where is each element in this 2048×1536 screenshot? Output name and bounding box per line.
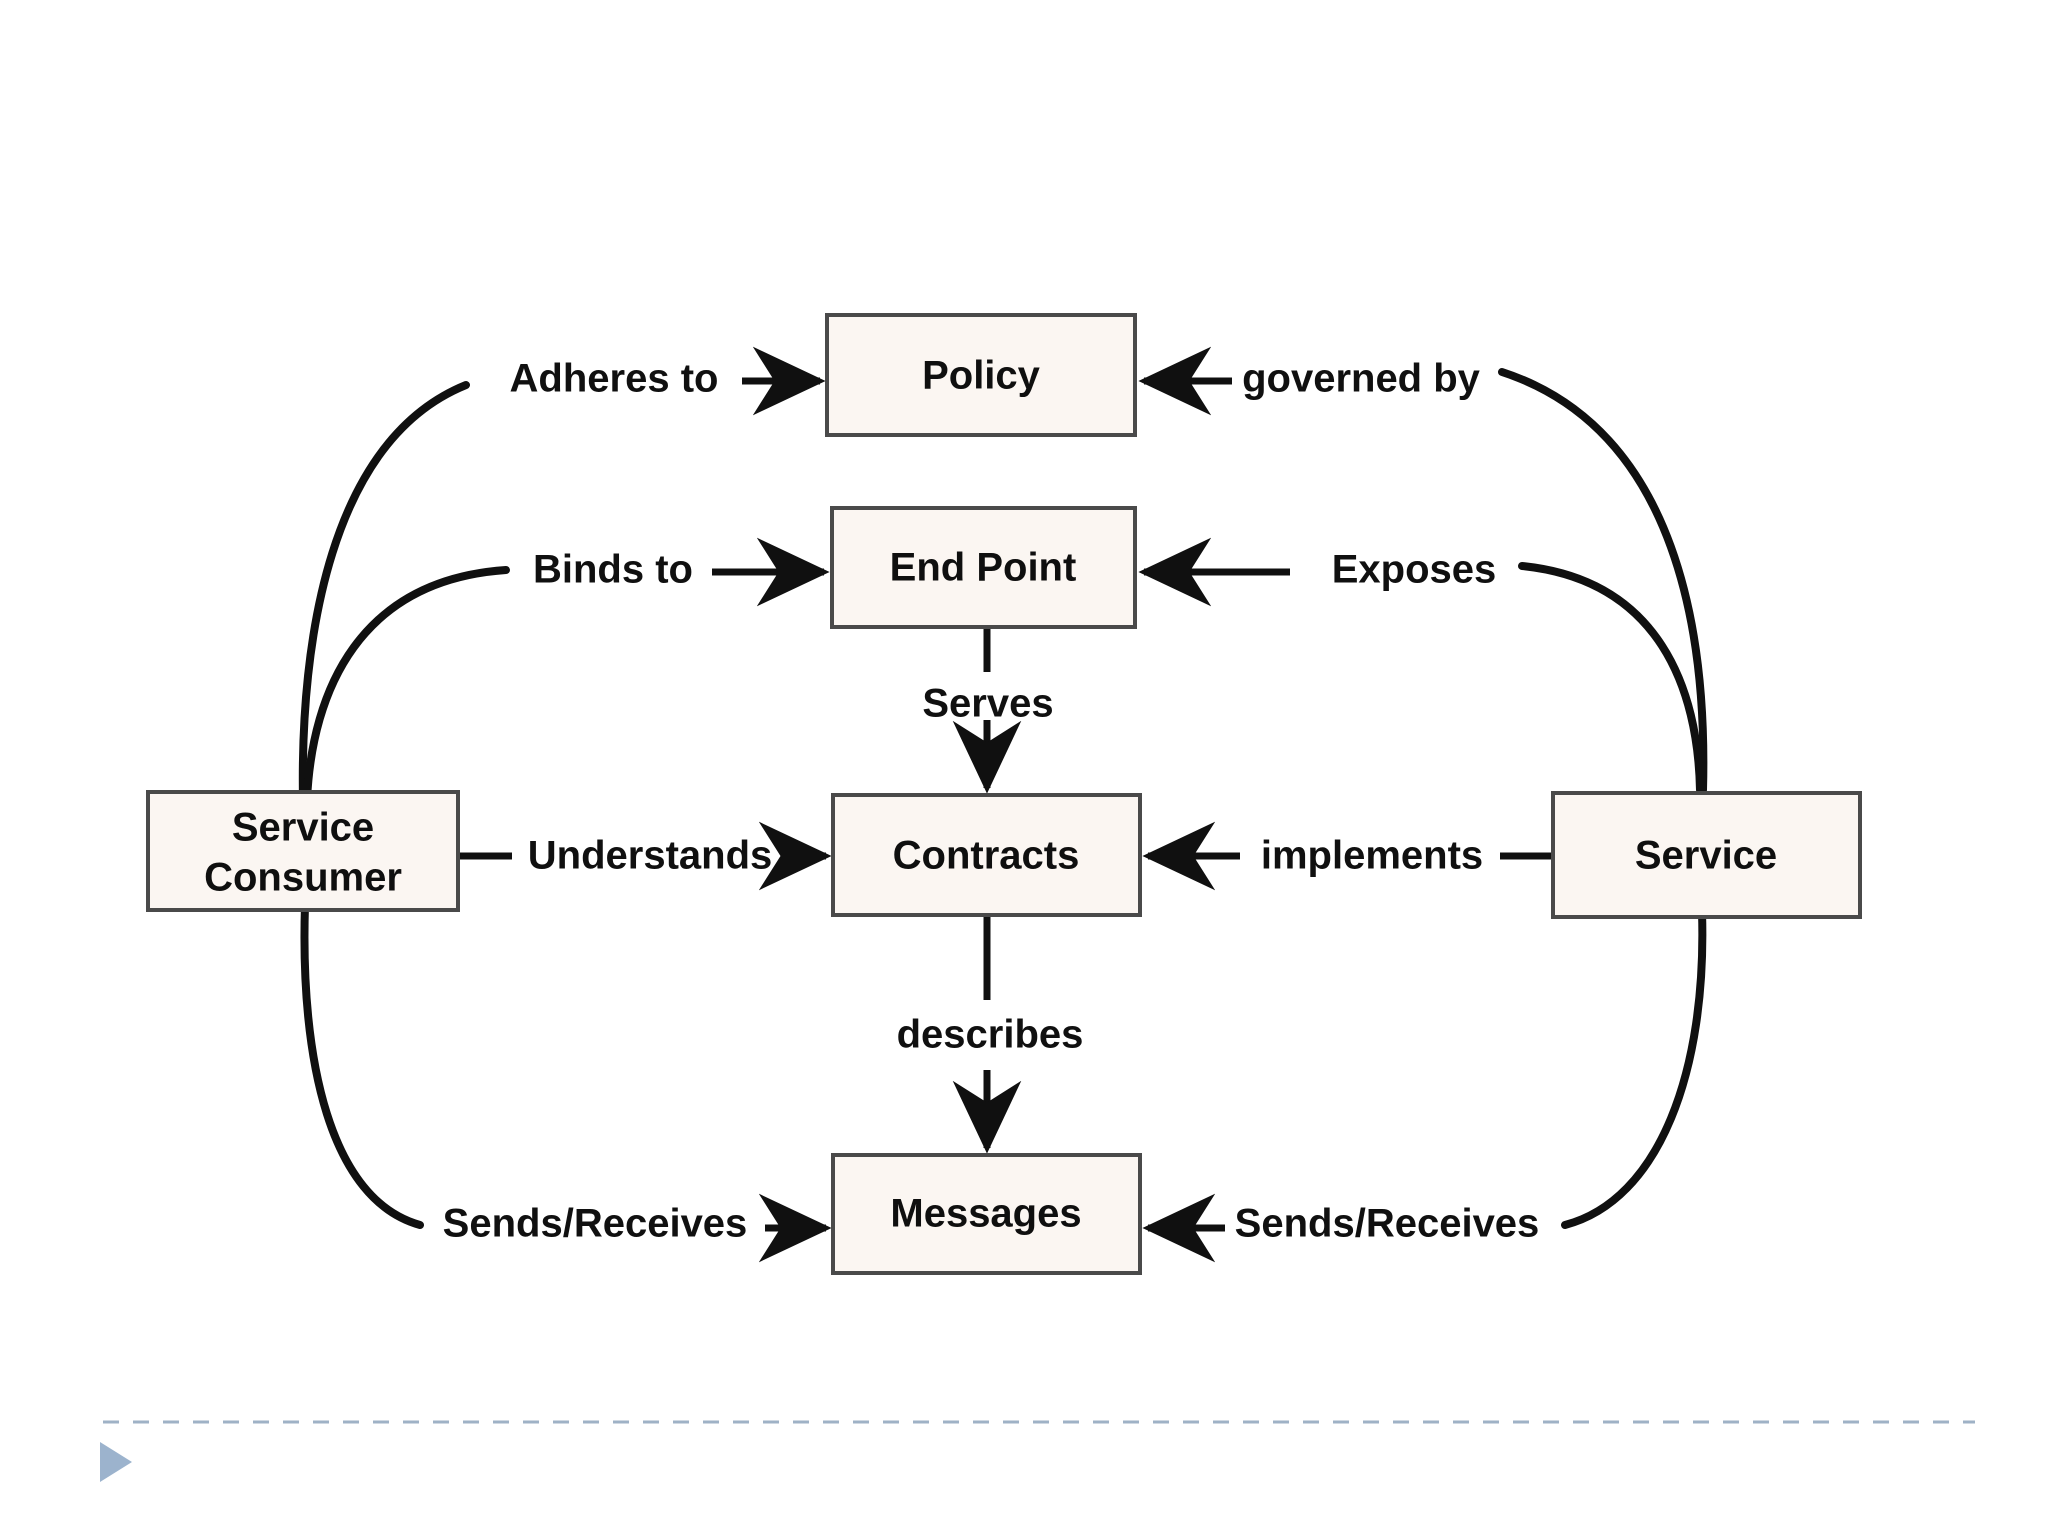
node-policy-label: Policy — [922, 354, 1041, 398]
node-contracts-label: Contracts — [893, 834, 1080, 878]
node-contracts-box[interactable] — [831, 793, 1142, 917]
edge-label-describes: describes — [897, 1013, 1084, 1057]
edge-label-sends-receives-left: Sends/Receives — [443, 1202, 748, 1246]
node-end-point-box[interactable] — [830, 506, 1137, 629]
node-service-consumer-label-line2: Consumer — [204, 856, 402, 900]
node-policy-box[interactable] — [825, 313, 1137, 437]
edge-label-binds-to: Binds to — [533, 548, 693, 592]
node-service-consumer-label-line1: Service — [232, 806, 374, 850]
curve-consumer-to-sends-receives — [300, 901, 424, 1229]
node-messages-box[interactable] — [831, 1153, 1142, 1275]
node-policy[interactable]: Policy — [825, 313, 1137, 437]
edge-label-exposes: Exposes — [1332, 548, 1497, 592]
edge-label-governed-by: governed by — [1242, 357, 1481, 401]
node-service-consumer-box[interactable] — [146, 790, 460, 912]
node-service[interactable]: Service — [1551, 791, 1862, 919]
node-end-point-label: End Point — [890, 546, 1077, 590]
edge-label-adheres-to: Adheres to — [510, 357, 719, 401]
edge-label-implements: implements — [1261, 834, 1483, 878]
curve-service-to-governed-by — [1498, 368, 1708, 794]
node-messages[interactable]: Messages — [831, 1153, 1142, 1275]
node-messages-label: Messages — [890, 1192, 1081, 1236]
curve-group-right — [1498, 368, 1708, 1229]
node-service-box[interactable] — [1551, 791, 1862, 919]
play-triangle-icon — [100, 1442, 132, 1482]
curve-service-to-sends-receives — [1561, 908, 1707, 1229]
node-contracts[interactable]: Contracts — [831, 793, 1142, 917]
edge-label-sends-receives-right: Sends/Receives — [1235, 1202, 1540, 1246]
curve-group-left — [298, 381, 510, 1229]
node-end-point[interactable]: End Point — [830, 506, 1137, 629]
node-service-label: Service — [1635, 834, 1777, 878]
curve-service-to-exposes — [1518, 562, 1704, 794]
curve-consumer-to-adheres-to — [298, 381, 470, 804]
node-service-consumer[interactable]: Service Consumer — [146, 790, 460, 912]
edge-label-understands: Understands — [528, 834, 773, 878]
curve-consumer-to-binds-to — [303, 566, 510, 804]
edge-label-serves: Serves — [922, 682, 1053, 726]
